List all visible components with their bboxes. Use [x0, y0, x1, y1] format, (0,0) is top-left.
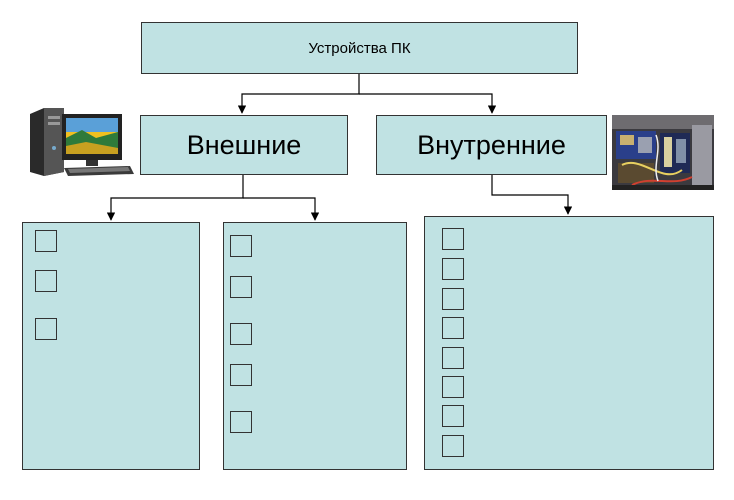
checkbox[interactable]: [442, 258, 464, 280]
checkbox[interactable]: [442, 405, 464, 427]
checkbox[interactable]: [35, 318, 57, 340]
checkbox[interactable]: [230, 364, 252, 386]
checkbox[interactable]: [35, 230, 57, 252]
checkbox[interactable]: [230, 323, 252, 345]
checkbox[interactable]: [442, 347, 464, 369]
root-node-box: Устройства ПК: [141, 22, 578, 74]
arrow-external-to-panel-1: [106, 175, 244, 221]
checkbox[interactable]: [442, 317, 464, 339]
checkbox[interactable]: [230, 276, 252, 298]
checkbox[interactable]: [230, 411, 252, 433]
arrow-external-to-panel-2: [243, 197, 320, 221]
desktop-computer-icon: [30, 108, 134, 176]
checkbox[interactable]: [230, 235, 252, 257]
internal-panel: [424, 216, 714, 470]
checkbox[interactable]: [442, 228, 464, 250]
external-node-label: Внешние: [186, 129, 302, 160]
checkbox[interactable]: [442, 288, 464, 310]
arrow-root-to-internal: [359, 93, 497, 114]
external-panel-1: [22, 222, 200, 470]
external-node-box: Внешние: [140, 115, 348, 175]
root-node-label: Устройства ПК: [308, 39, 411, 57]
internal-node-label: Внутренние: [417, 129, 566, 160]
checkbox[interactable]: [442, 376, 464, 398]
computer-internals-photo: [612, 115, 714, 190]
internal-node-box: Внутренние: [376, 115, 607, 175]
checkbox[interactable]: [442, 435, 464, 457]
external-panel-2: [223, 222, 407, 470]
arrow-internal-to-panel-3: [491, 175, 573, 215]
checkbox[interactable]: [35, 270, 57, 292]
arrow-root-to-external: [237, 74, 360, 114]
